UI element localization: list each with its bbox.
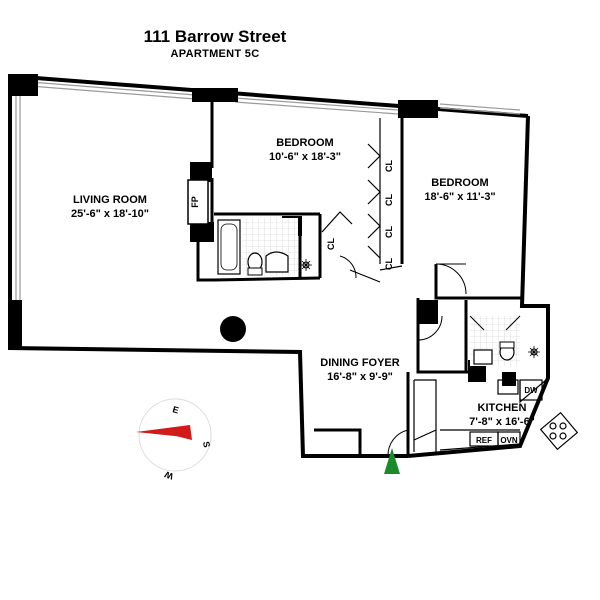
entry-arrow-icon <box>384 448 400 474</box>
dishwasher-label: DW <box>524 386 538 395</box>
kitchen-label: KITCHEN <box>478 402 527 414</box>
sink <box>265 251 289 273</box>
interior-walls <box>196 100 522 456</box>
dishwasher <box>519 379 543 401</box>
fridge-label: REF <box>476 436 492 445</box>
closet-label-6: CL <box>422 300 432 312</box>
exterior-walls <box>8 74 550 458</box>
fireplace-label: FP <box>190 196 200 208</box>
bedroom2-dims: 18'-6" x 11'-3" <box>424 191 495 203</box>
compass-east: E <box>171 404 179 415</box>
refrigerator <box>469 431 499 447</box>
closet-label-4: CL <box>384 258 394 270</box>
compass-icon: E S W <box>136 398 212 482</box>
half-bath <box>469 315 540 366</box>
closet-label-5: CL <box>326 238 336 250</box>
living-room-label: LIVING ROOM <box>73 194 147 206</box>
bedroom1-label: BEDROOM <box>276 137 333 149</box>
bedroom2-label: BEDROOM <box>431 177 488 189</box>
range <box>539 411 579 451</box>
closet-label-3: CL <box>384 226 394 238</box>
bathroom <box>217 218 312 276</box>
bedroom1-dims: 10'-6" x 18'-3" <box>269 151 341 163</box>
oven-label: OVN <box>500 436 518 445</box>
dining-dims: 16'-8" x 9'-9" <box>327 371 393 383</box>
unit-subtitle: APARTMENT 5C <box>170 48 260 60</box>
closet-label-2: CL <box>384 194 394 206</box>
closet-bank <box>321 118 403 283</box>
living-room-dims: 25'-6" x 18'-10" <box>71 208 149 220</box>
structural-column <box>220 316 246 342</box>
closet-label-1: CL <box>384 160 394 172</box>
doors <box>339 255 467 457</box>
address-title: 111 Barrow Street <box>143 27 287 46</box>
kitchen-sink <box>497 379 519 395</box>
bathtub <box>217 219 241 275</box>
kitchen-dims: 7'-8" x 16'-6" <box>469 416 535 428</box>
fireplace <box>187 179 209 225</box>
compass-south: S <box>201 441 212 449</box>
compass-west: W <box>163 469 175 481</box>
dining-label: DINING FOYER <box>320 357 400 369</box>
window-strip <box>15 81 521 310</box>
kitchen-counters <box>413 379 579 452</box>
